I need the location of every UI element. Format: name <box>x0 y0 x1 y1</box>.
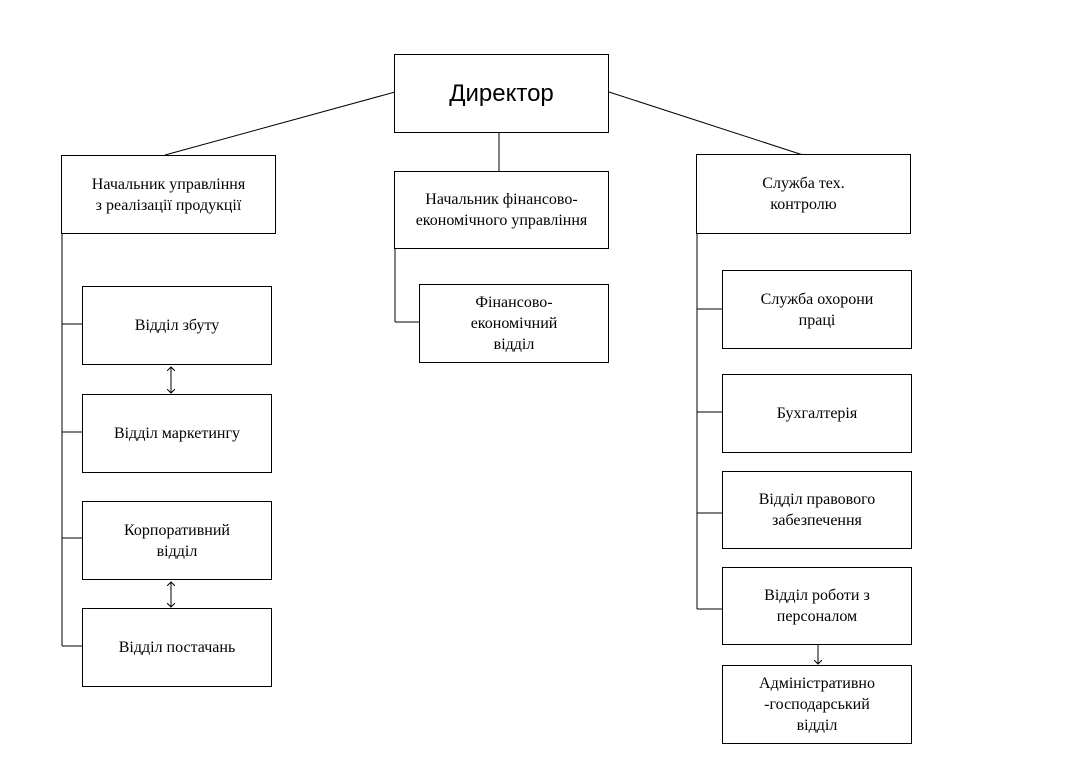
finance-head-box: Начальник фінансово- економічного управл… <box>394 171 609 249</box>
finance-dept-box: Фінансово- економічний відділ <box>419 284 609 363</box>
corporate-dept-box: Корпоративний відділ <box>82 501 272 580</box>
sales-dept-box: Відділ збуту <box>82 286 272 365</box>
sales-head-box: Начальник управління з реалізації продук… <box>61 155 276 234</box>
marketing-dept-box: Відділ маркетингу <box>82 394 272 473</box>
labor-safety-box: Служба охорони праці <box>722 270 912 349</box>
supply-dept-box: Відділ постачань <box>82 608 272 687</box>
tech-control-box: Служба тех. контролю <box>696 154 911 234</box>
accounting-box: Бухгалтерія <box>722 374 912 453</box>
admin-dept-box: Адміністративно -господарський відділ <box>722 665 912 744</box>
director-box: Директор <box>394 54 609 133</box>
line-director-tech <box>608 91 804 156</box>
hr-dept-box: Відділ роботи з персоналом <box>722 567 912 645</box>
line-director-sales <box>164 91 396 156</box>
legal-dept-box: Відділ правового забезпечення <box>722 471 912 549</box>
